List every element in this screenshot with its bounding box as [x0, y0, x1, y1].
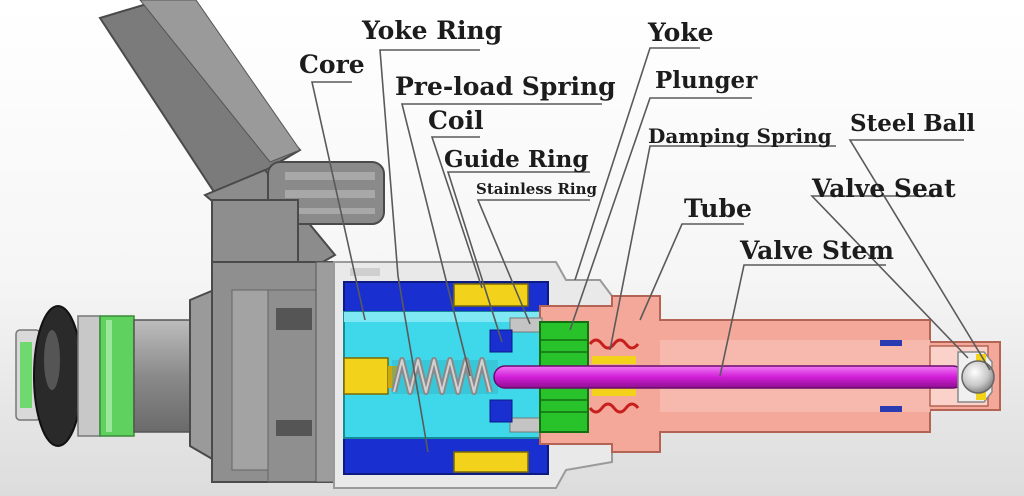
label-guide-ring: Guide Ring [444, 146, 589, 173]
damping-spring [588, 338, 640, 414]
label-stainless-ring: Stainless Ring [476, 180, 597, 198]
label-yoke-ring: Yoke Ring [362, 16, 503, 45]
coil [453, 283, 529, 473]
label-tube: Tube [684, 194, 752, 223]
label-coil: Coil [428, 106, 484, 135]
steel-ball [961, 360, 995, 394]
label-core: Core [299, 50, 365, 79]
yoke-ring [343, 281, 549, 475]
label-plunger: Plunger [655, 67, 758, 94]
preload-spring [391, 357, 498, 395]
label-valve-stem: Valve Stem [740, 236, 894, 265]
label-damping-spring: Damping Spring [648, 124, 832, 148]
label-valve-seat: Valve Seat [812, 174, 956, 203]
label-steel-ball: Steel Ball [850, 110, 976, 137]
leader-lines [311, 47, 991, 453]
housing [189, 261, 337, 483]
valve-stem [493, 365, 965, 389]
stainless-ring [509, 317, 543, 333]
inlet-o-ring [15, 305, 191, 447]
core-insert [343, 357, 389, 395]
label-yoke: Yoke [648, 18, 714, 47]
label-preload-spring: Pre-load Spring [395, 72, 616, 101]
